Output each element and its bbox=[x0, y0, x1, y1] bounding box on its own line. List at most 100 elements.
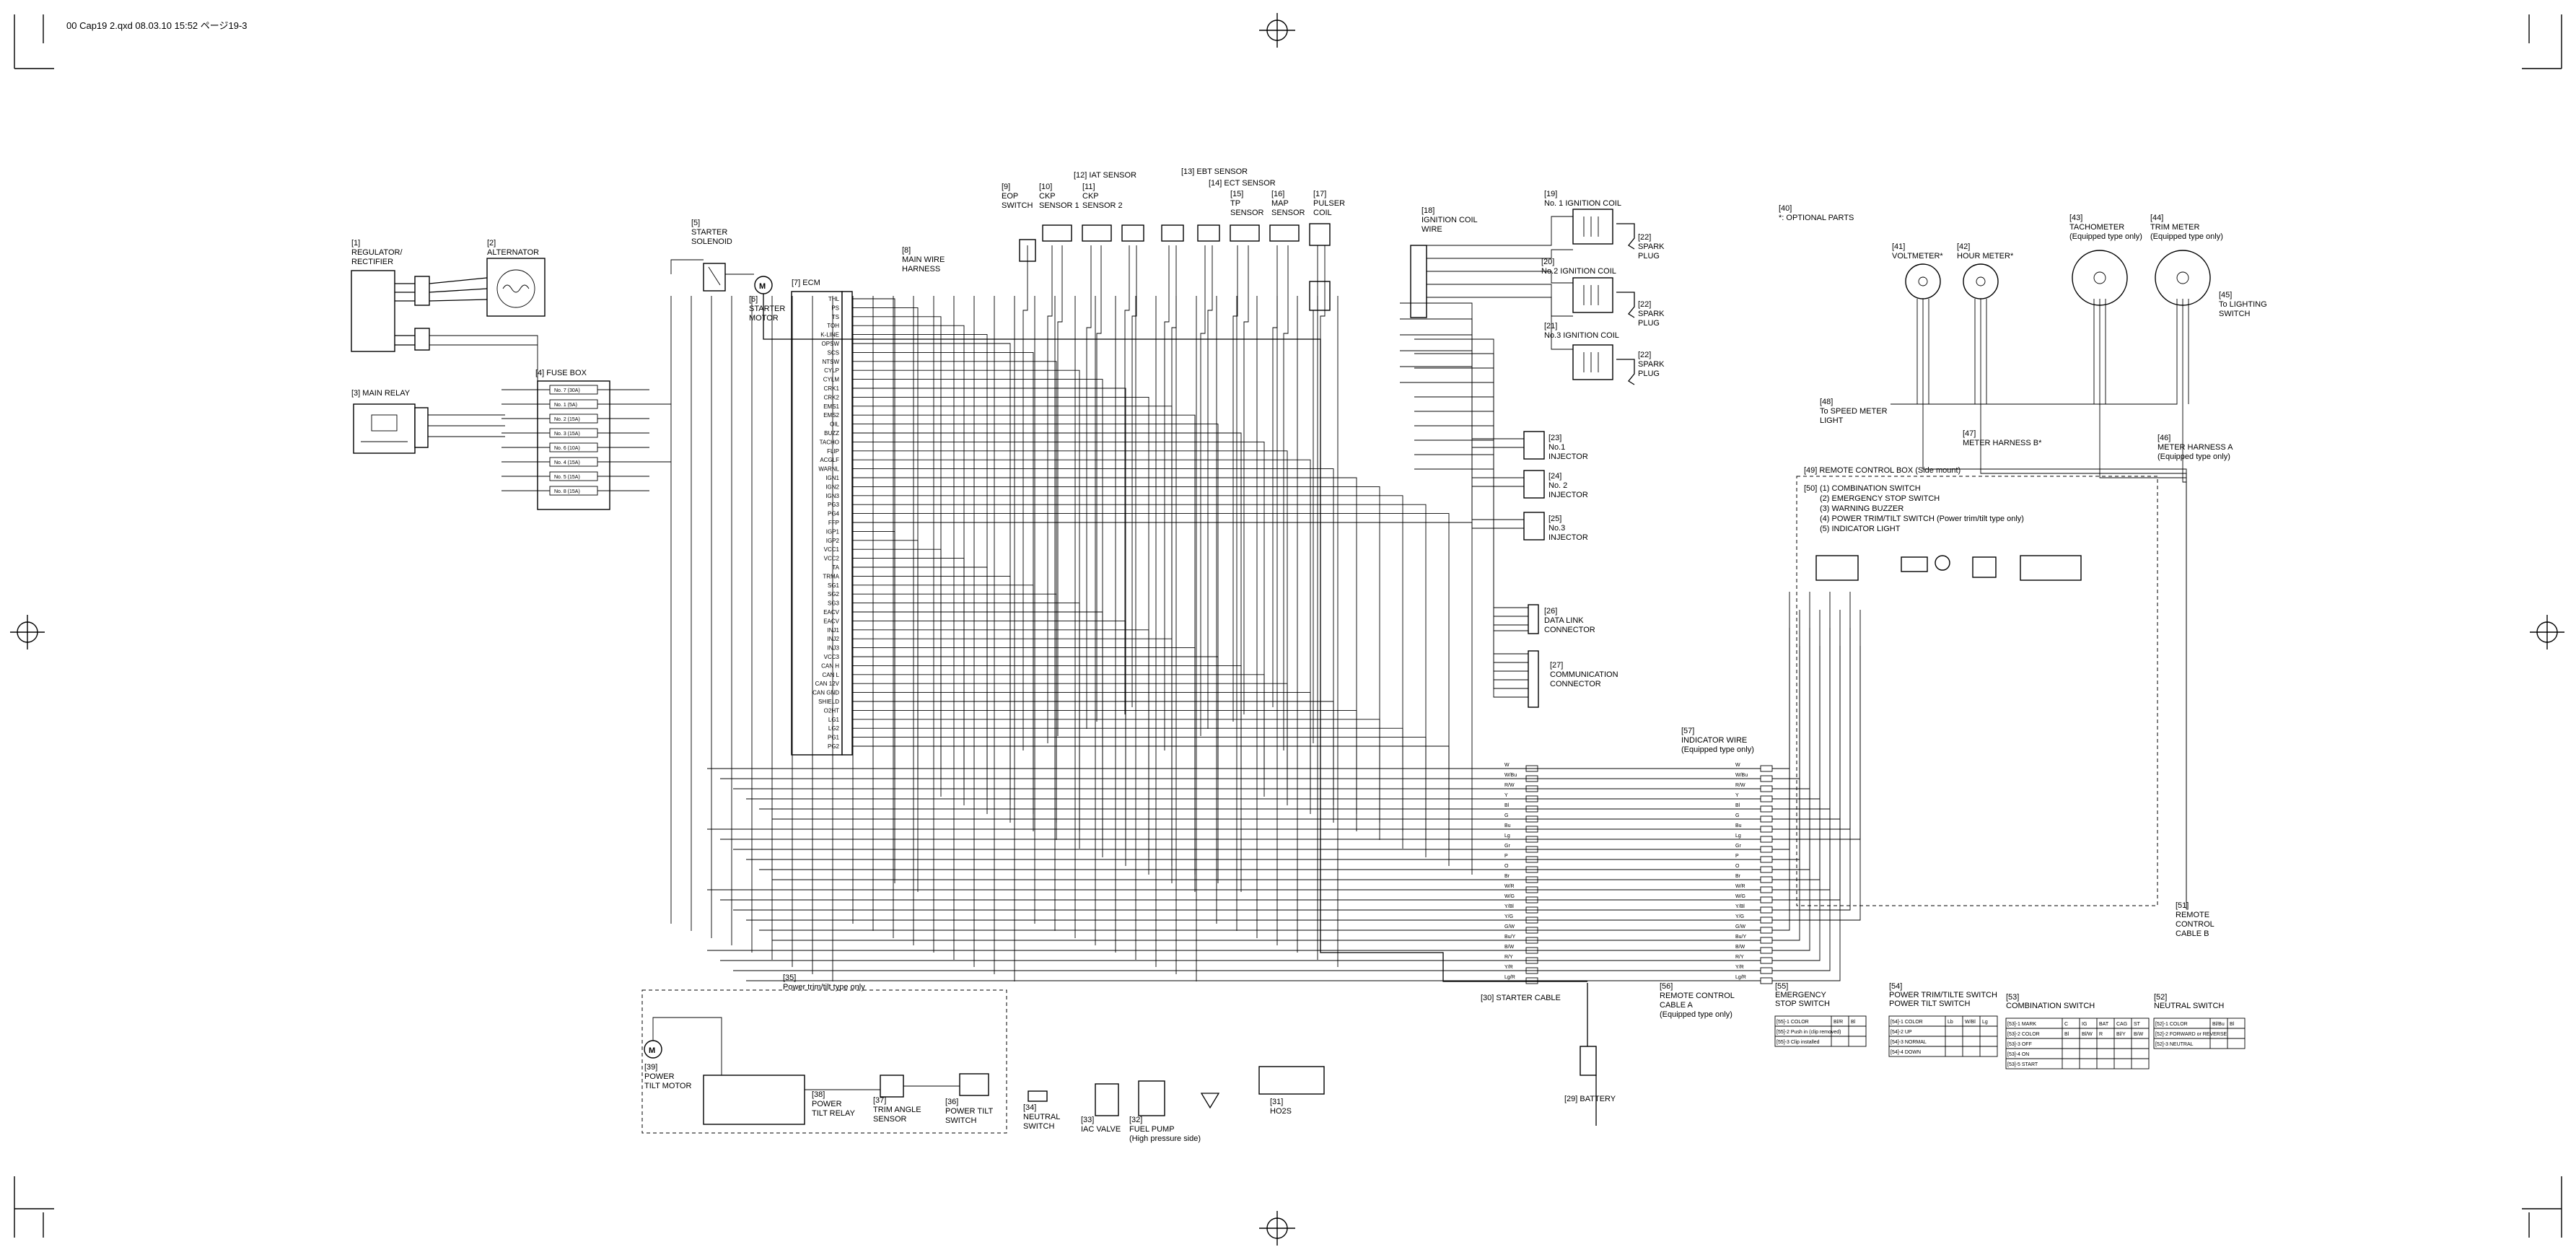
component-label-line: CKP bbox=[1039, 192, 1056, 201]
regulator-rectifier bbox=[351, 270, 430, 352]
cable-b-pin bbox=[1760, 967, 1773, 974]
table-header: Bl bbox=[2230, 1022, 2235, 1027]
component-label-line: [11] bbox=[1082, 183, 1095, 191]
wire bbox=[1057, 245, 1063, 736]
wire bbox=[1400, 318, 1524, 448]
cable-a-pin bbox=[1525, 775, 1538, 782]
cable-b-pin bbox=[1760, 765, 1773, 772]
component-label-line: SENSOR 2 bbox=[1082, 201, 1123, 210]
registration-marks bbox=[10, 13, 2564, 1246]
component-label-line: [41] bbox=[1892, 242, 1905, 251]
svg-text:(4) POWER TRIM/TILT SWITCH (P: (4) POWER TRIM/TILT SWITCH (Power trim/t… bbox=[1820, 515, 2024, 523]
wire bbox=[1772, 646, 1800, 860]
wire bbox=[1427, 297, 1573, 350]
table-frame bbox=[2153, 1018, 2246, 1049]
table-cell: [53]-2 COLOR bbox=[2007, 1032, 2040, 1037]
component-label-line: No. 2 bbox=[1548, 481, 1567, 490]
wire-code: Br bbox=[1735, 874, 1741, 879]
wire-code: Bl bbox=[1504, 803, 1510, 808]
label-ptoption: [35]Power trim/tilt type only bbox=[783, 973, 865, 992]
label-ig2: [20]No.2 IGNITION COIL bbox=[1541, 258, 1616, 276]
table-cell: [52]-3 NEUTRAL bbox=[2155, 1042, 2194, 1047]
wire bbox=[1414, 353, 1528, 617]
table-cell: Bl/Y bbox=[2116, 1032, 2126, 1037]
component-label-line: [34] bbox=[1023, 1103, 1036, 1112]
component-label-line: SENSOR 1 bbox=[1039, 201, 1079, 210]
data-link-and-comm-connectors bbox=[1528, 604, 1539, 708]
wire bbox=[1427, 271, 1573, 284]
ecm-pin-label: THL bbox=[828, 296, 840, 302]
wire bbox=[869, 548, 942, 779]
wire bbox=[1414, 396, 1528, 655]
wire bbox=[869, 611, 1103, 840]
wire-code: G/W bbox=[1504, 924, 1515, 929]
starter-motor: M bbox=[754, 276, 773, 294]
svg-text:[49] REMOTE CONTROL BOX (Side: [49] REMOTE CONTROL BOX (Side mount) bbox=[1804, 466, 1961, 475]
fuse-label: No. 7 (30A) bbox=[554, 388, 580, 393]
lower-devices bbox=[1028, 1046, 1597, 1116]
component-label-line: INJECTOR bbox=[1548, 452, 1588, 461]
component-label-line: [7] ECM bbox=[792, 279, 820, 287]
table-cell: [53]-3 OFF bbox=[2007, 1042, 2032, 1047]
wire-code: G bbox=[1735, 813, 1739, 818]
wire bbox=[652, 1017, 722, 1075]
table-header: IG bbox=[2082, 1022, 2087, 1027]
ecm-pin-label: LG2 bbox=[828, 725, 840, 732]
cable-b-pin bbox=[1760, 856, 1773, 863]
table-header: [54]-1 COLOR bbox=[1891, 1020, 1923, 1025]
wire-code: Lg bbox=[1504, 833, 1510, 839]
wire bbox=[1400, 366, 1524, 520]
wire bbox=[1772, 646, 1841, 981]
ecm-pin-label: BUZZ bbox=[824, 430, 839, 437]
svg-text:[50]: [50] bbox=[1804, 484, 1817, 493]
component-label-line: PLUG bbox=[1638, 319, 1660, 328]
component-label-line: CABLE A bbox=[1660, 1001, 1694, 1010]
cable-a-pin bbox=[1525, 886, 1538, 893]
component-label-line: [26] bbox=[1544, 607, 1557, 616]
wire bbox=[1772, 592, 1831, 891]
component-label-line: DATA LINK bbox=[1544, 616, 1584, 625]
component-label-line: SPARK bbox=[1638, 360, 1665, 369]
cable-a-pin bbox=[1525, 977, 1538, 984]
ecm-pin-label: EMS1 bbox=[823, 403, 839, 410]
wire bbox=[869, 647, 1196, 875]
cable-b-pin bbox=[1760, 876, 1773, 883]
cable-a-pin bbox=[1525, 876, 1538, 883]
component-label-line: MAIN WIRE bbox=[902, 255, 945, 264]
wire bbox=[1772, 592, 1851, 830]
wire-code: Y/R bbox=[1735, 965, 1744, 970]
cable-a-pin bbox=[1525, 947, 1538, 954]
wire bbox=[1022, 245, 1028, 751]
table-header: C bbox=[2064, 1022, 2068, 1027]
component-label-line: COMMUNICATION bbox=[1550, 670, 1618, 679]
component-label-line: [57] bbox=[1681, 727, 1694, 735]
wire bbox=[1980, 299, 2187, 909]
component-label-line: (Equipped type only) bbox=[1681, 745, 1754, 754]
wire bbox=[1414, 439, 1528, 681]
cable-a-pin bbox=[1525, 785, 1538, 792]
component-label-line: (Equipped type only) bbox=[2150, 232, 2223, 241]
label-voltmeter: [41]VOLTMETER* bbox=[1892, 242, 1943, 261]
ignition-coils bbox=[1410, 209, 1635, 385]
component-label-line: METER HARNESS B* bbox=[1963, 439, 2042, 447]
component-label-line: [14] ECT SENSOR bbox=[1209, 179, 1276, 188]
component-label-line: No.3 IGNITION COIL bbox=[1544, 331, 1619, 340]
component-label-line: [36] bbox=[945, 1098, 958, 1106]
component-label-line: CONNECTOR bbox=[1550, 680, 1601, 688]
wire bbox=[670, 259, 704, 274]
label-ho2s: [31]HO2S bbox=[1270, 1098, 1292, 1116]
wire-code: O bbox=[1504, 864, 1509, 869]
component-label-line: MAP bbox=[1271, 199, 1289, 208]
wire bbox=[1772, 592, 1790, 769]
component-label-line: [33] bbox=[1081, 1116, 1094, 1124]
starter-solenoid bbox=[703, 263, 726, 292]
component-label-line: [22] bbox=[1638, 233, 1651, 242]
ecm-pin-label: LG1 bbox=[828, 717, 840, 723]
wire bbox=[1414, 367, 1528, 626]
wire-code: Y/G bbox=[1735, 914, 1744, 919]
